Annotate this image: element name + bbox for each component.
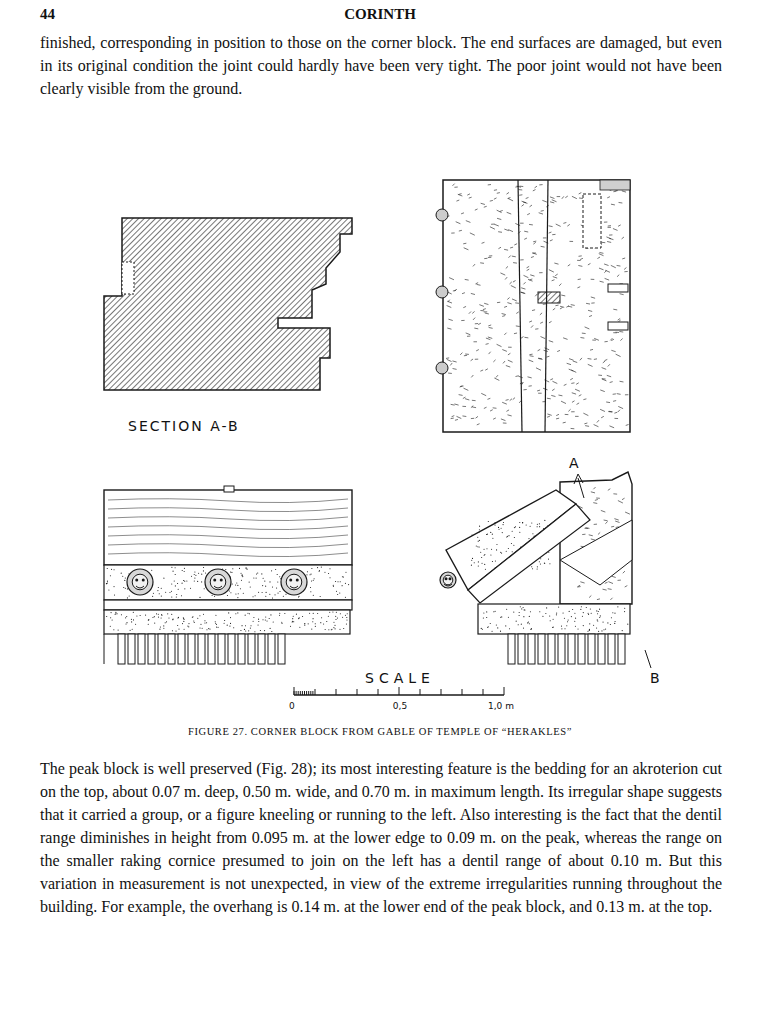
running-head: CORINTH xyxy=(230,6,530,23)
stipple xyxy=(481,606,629,632)
anathyrosis-line xyxy=(518,180,522,432)
pry-hole xyxy=(608,322,628,330)
raking-dentil-band xyxy=(560,520,632,585)
side-elevation xyxy=(440,472,651,668)
section-marker-label: A xyxy=(569,455,589,471)
lion-band xyxy=(104,565,352,600)
arrowhead xyxy=(574,474,583,484)
block-end xyxy=(560,472,632,604)
corona xyxy=(104,610,350,634)
scale-number: 0,5 xyxy=(388,701,412,711)
scale-title: SCALE xyxy=(330,670,470,686)
lion-head-spout xyxy=(205,569,231,595)
plan-view xyxy=(436,180,630,432)
front-elevation xyxy=(104,486,352,664)
lion-head-spout xyxy=(281,569,307,595)
figure-caption: FIGURE 27. CORNER BLOCK FROM GABLE OF TE… xyxy=(60,726,700,737)
section-marker xyxy=(578,478,584,498)
sima-face xyxy=(104,490,352,565)
stone-texture xyxy=(446,184,629,429)
scale-ticks xyxy=(294,687,504,695)
lion-head-stub xyxy=(436,362,448,374)
stipple xyxy=(106,567,349,599)
body-paragraph: finished, corresponding in position to t… xyxy=(40,31,722,100)
lion-head-stub xyxy=(436,286,448,298)
stone-texture xyxy=(108,517,348,521)
horizontal-corona xyxy=(478,604,630,634)
scale-number: 1,0 m xyxy=(488,701,528,711)
stone-texture xyxy=(108,526,348,530)
scale-bar xyxy=(294,687,504,695)
lion-head-spout xyxy=(127,569,153,595)
stone-texture xyxy=(108,544,348,548)
page-number: 44 xyxy=(40,6,100,23)
dowel-cutting xyxy=(122,262,134,294)
stone-texture xyxy=(108,553,348,557)
dowel-hole xyxy=(538,292,560,303)
section-label: SECTION A-B xyxy=(128,418,308,434)
scale-number: 0 xyxy=(289,701,301,711)
block-outline xyxy=(443,180,630,432)
dentil-range xyxy=(118,634,285,664)
section-marker-label: B xyxy=(650,670,670,686)
dentil-range xyxy=(508,634,625,664)
stipple xyxy=(106,611,348,632)
clamp-cutting xyxy=(583,194,601,248)
stone-texture xyxy=(108,535,348,539)
cutting xyxy=(224,486,234,492)
stone-texture xyxy=(108,508,348,512)
section-drawing xyxy=(104,218,352,390)
lion-head-spout xyxy=(440,572,456,588)
body-paragraph: The peak block is well preserved (Fig. 2… xyxy=(40,757,722,918)
lion-head-stub xyxy=(436,209,448,221)
soffit-line xyxy=(104,634,105,664)
stone-texture xyxy=(108,499,348,503)
fillet xyxy=(104,600,352,610)
anathyrosis-line xyxy=(545,180,548,432)
pry-hole xyxy=(608,284,628,292)
section-marker xyxy=(645,650,651,668)
section-profile xyxy=(104,218,352,390)
broken-edge xyxy=(600,180,630,190)
